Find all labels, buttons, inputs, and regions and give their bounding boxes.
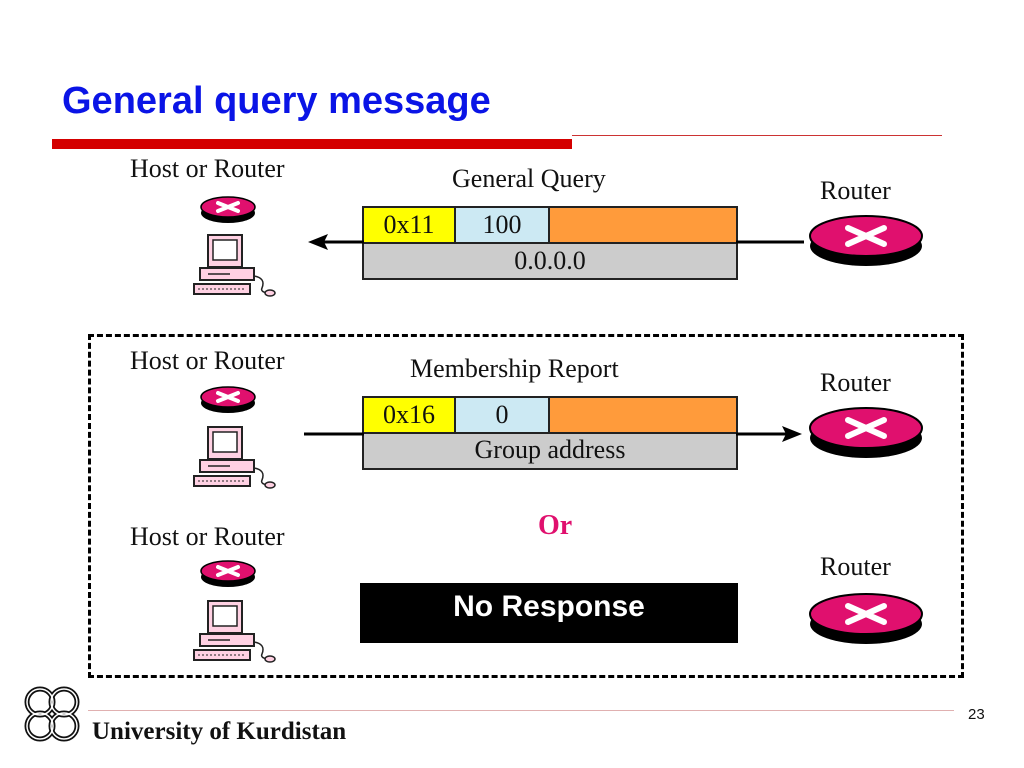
report-checksum-field (548, 396, 738, 434)
university-logo-icon (24, 686, 80, 742)
host-label-2: Host or Router (130, 346, 285, 375)
router-icon-1 (809, 215, 923, 266)
query-type-field: 0x11 (362, 206, 456, 244)
response-options-box (88, 334, 964, 678)
or-separator: Or (538, 510, 573, 541)
query-checksum-field (548, 206, 738, 244)
host-router-icon-2 (200, 386, 256, 413)
title-accent-bar (52, 139, 572, 149)
page-title: General query message (62, 80, 491, 122)
computer-icon-2 (193, 426, 276, 489)
computer-icon-1 (193, 234, 276, 297)
host-router-icon-3 (200, 560, 256, 587)
computer-icon-3 (193, 600, 276, 663)
report-max-resp-field: 0 (454, 396, 550, 434)
router-icon-3 (809, 593, 923, 644)
report-connector-line (304, 432, 364, 436)
router-label-1: Router (820, 176, 891, 205)
footer-divider-line (88, 710, 954, 711)
host-label-1: Host or Router (130, 154, 285, 183)
page-number: 23 (968, 706, 985, 723)
query-connector-line (736, 240, 804, 244)
no-response-box: No Response (360, 583, 738, 643)
host-router-icon-1 (200, 196, 256, 223)
report-type-field: 0x16 (362, 396, 456, 434)
query-max-resp-field: 100 (454, 206, 550, 244)
arrow-left-icon (308, 234, 364, 250)
university-name: University of Kurdistan (92, 718, 347, 745)
general-query-caption: General Query (452, 164, 606, 193)
membership-report-caption: Membership Report (410, 354, 619, 383)
router-icon-2 (809, 407, 923, 458)
query-address-field: 0.0.0.0 (362, 242, 738, 280)
report-address-field: Group address (362, 432, 738, 470)
host-label-3: Host or Router (130, 522, 285, 551)
arrow-right-icon (736, 426, 802, 442)
router-label-2: Router (820, 368, 891, 397)
router-label-3: Router (820, 552, 891, 581)
title-divider-line (572, 135, 942, 136)
